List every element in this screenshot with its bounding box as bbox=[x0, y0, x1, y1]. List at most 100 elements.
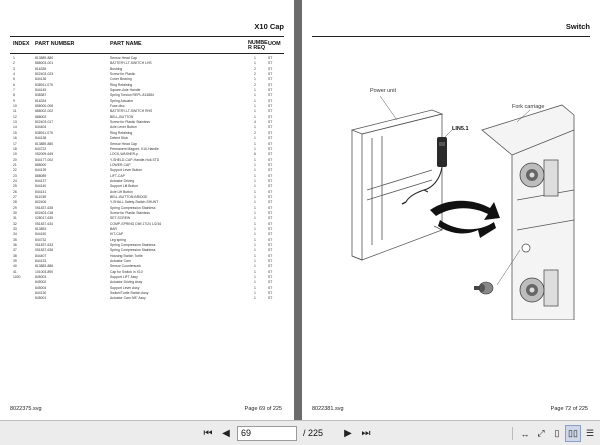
cell-uom: ST bbox=[268, 114, 273, 119]
cell-qty: 6 bbox=[254, 152, 256, 157]
two-page-icon[interactable]: ▯▯ bbox=[565, 425, 581, 442]
cell-part-number: 845004 bbox=[35, 285, 47, 290]
cell-index: 39 bbox=[13, 259, 17, 264]
cell-part-number: 802403-018 bbox=[35, 210, 54, 215]
switch-assembly bbox=[401, 137, 447, 205]
left-page-title: X10 Cap bbox=[254, 22, 284, 31]
cell-index: 25 bbox=[13, 184, 17, 189]
cell-part-number: 845001 bbox=[35, 296, 47, 301]
cell-part-name: Axle Lever Button bbox=[110, 125, 137, 130]
cell-part-name: Spring Actuator bbox=[110, 98, 134, 103]
cell-qty: 1 bbox=[254, 210, 256, 215]
cell-qty: 1 bbox=[254, 157, 256, 162]
cell-part-number: 844136 bbox=[35, 77, 47, 82]
cell-uom: ST bbox=[268, 205, 273, 210]
cell-part-name: Cap for Switch in X10 bbox=[110, 269, 143, 274]
cell-uom: ST bbox=[268, 296, 273, 301]
cell-part-number: 802406 bbox=[35, 200, 47, 205]
cell-qty: 1 bbox=[254, 205, 256, 210]
cell-part-name: Fuse disc bbox=[110, 104, 125, 109]
cell-part-number: 844407 bbox=[35, 253, 47, 258]
cell-qty: 1 bbox=[254, 146, 256, 151]
cell-qty: 1 bbox=[254, 259, 256, 264]
cell-index: 7 bbox=[13, 88, 15, 93]
switch-exploded-diagram: Power unit LIN5.1 bbox=[350, 88, 575, 320]
cell-qty: 1 bbox=[254, 61, 256, 66]
cell-part-number: 844138 bbox=[35, 136, 47, 141]
cell-qty: 1 bbox=[254, 173, 256, 178]
cell-uom: ST bbox=[268, 280, 273, 285]
right-page: Switch Power unit LIN bbox=[302, 0, 600, 420]
cell-qty: 1 bbox=[254, 216, 256, 221]
cell-qty: 2 bbox=[254, 66, 256, 71]
cell-part-number: 028017-639 bbox=[35, 216, 54, 221]
cell-part-number: 888002-002 bbox=[35, 109, 54, 114]
cell-index: 37 bbox=[13, 248, 17, 253]
cell-part-name: Support LIFT Assy bbox=[110, 275, 138, 280]
label-fork-carriage: Fork carriage bbox=[512, 104, 544, 110]
cell-part-number: 051837-636 bbox=[35, 248, 54, 253]
roller-top bbox=[519, 162, 545, 188]
single-page-icon[interactable]: ▯ bbox=[554, 428, 560, 438]
fit-width-icon[interactable]: ↔ bbox=[520, 428, 530, 439]
cell-qty: 1 bbox=[254, 227, 256, 231]
cell-part-name: Support Lift Button bbox=[110, 184, 139, 189]
page-number-input[interactable]: 69 bbox=[237, 426, 297, 441]
continuous-icon[interactable]: ☰ bbox=[585, 428, 595, 438]
cell-part-name: Sensor Head Cap bbox=[110, 141, 137, 146]
cell-index: 8 bbox=[13, 93, 15, 98]
cell-part-name: Actuator Driving Assy bbox=[110, 280, 143, 285]
cell-uom: ST bbox=[268, 146, 273, 151]
cell-uom: ST bbox=[268, 141, 273, 146]
pin-circle bbox=[521, 243, 531, 253]
cell-qty: 1 bbox=[254, 269, 256, 274]
cell-qty: 1 bbox=[254, 243, 256, 248]
cell-uom: ST bbox=[268, 275, 273, 280]
cell-qty: 1 bbox=[254, 56, 256, 60]
cell-uom: ST bbox=[268, 189, 273, 194]
cell-qty: 1 bbox=[254, 114, 256, 119]
fit-page-icon[interactable]: ⤢ bbox=[537, 428, 545, 438]
cell-qty: 1 bbox=[254, 136, 256, 141]
cell-part-name: Spring Compression Stainless bbox=[110, 205, 156, 210]
cell-part-name: Spring Torsion REPL-813884 bbox=[110, 93, 154, 98]
cell-uom: ST bbox=[268, 200, 273, 205]
cell-index: 32 bbox=[13, 221, 17, 226]
cell-part-name: BELL-BUTTON bbox=[110, 114, 134, 119]
cell-part-name: LOWER-CAP bbox=[110, 162, 131, 167]
cell-index: 26 bbox=[13, 189, 17, 194]
cell-part-number: 844404 bbox=[35, 125, 47, 130]
next-page-icon[interactable]: ▶ bbox=[344, 428, 352, 439]
cell-part-number: 858000-006 bbox=[35, 104, 54, 109]
prev-page-icon[interactable]: ◀ bbox=[222, 428, 230, 439]
cell-qty: 1 bbox=[254, 162, 256, 167]
cell-qty: 1 bbox=[254, 98, 256, 103]
left-footer-file: 8022375.svg bbox=[10, 406, 42, 412]
cell-index: 14 bbox=[13, 125, 17, 130]
cell-part-number: 888002 bbox=[35, 114, 47, 119]
cell-index: 4 bbox=[13, 72, 15, 77]
cell-part-name: Bushing bbox=[110, 66, 123, 71]
cell-part-name: Leg spring bbox=[110, 237, 126, 242]
right-page-title: Switch bbox=[565, 22, 590, 31]
last-page-icon[interactable]: ⏭ bbox=[361, 428, 371, 439]
cell-uom: ST bbox=[268, 98, 273, 103]
cell-uom: ST bbox=[268, 125, 273, 130]
first-page-icon[interactable]: ⏮ bbox=[203, 428, 213, 439]
cell-uom: ST bbox=[268, 243, 273, 248]
